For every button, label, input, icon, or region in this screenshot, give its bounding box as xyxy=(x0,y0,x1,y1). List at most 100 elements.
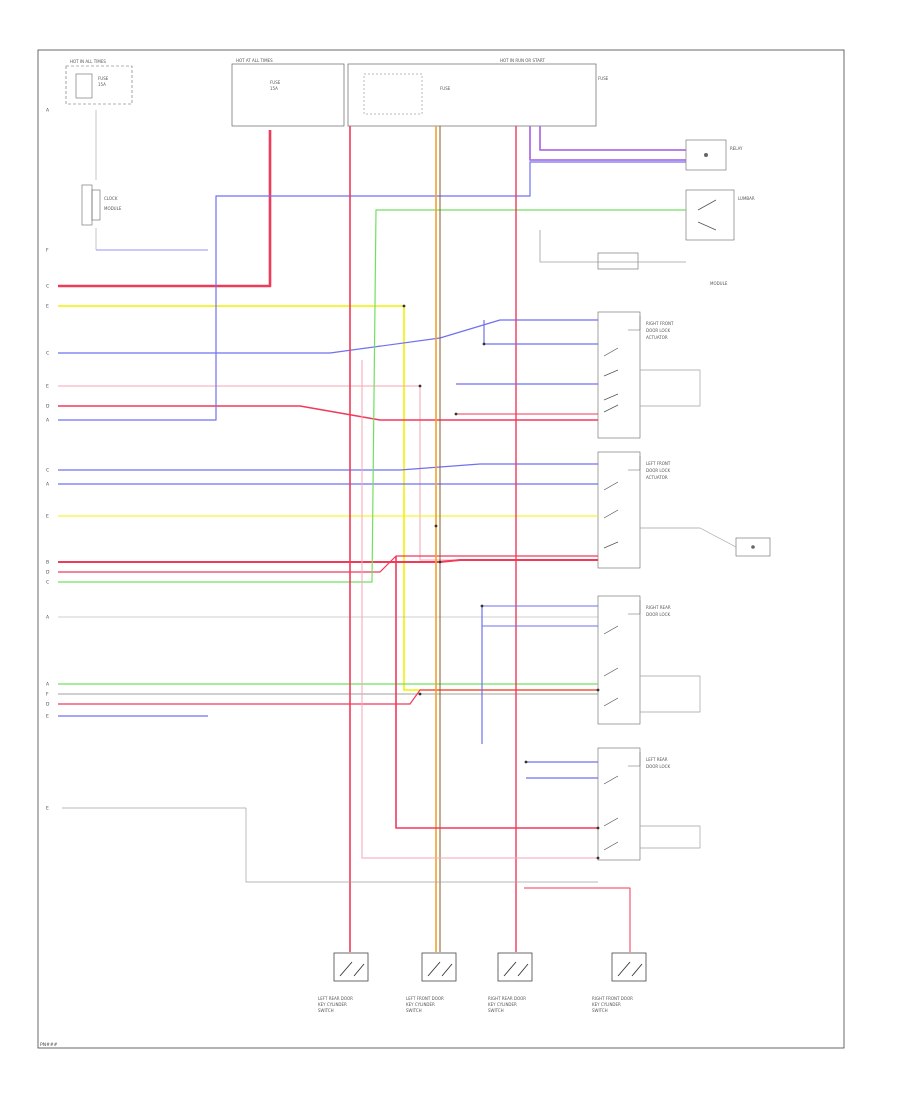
svg-text:SWITCH: SWITCH xyxy=(318,1008,334,1013)
pin-label: C xyxy=(46,468,49,474)
svg-text:HOT IN ALL TIMES: HOT IN ALL TIMES xyxy=(70,59,106,64)
junction-dot xyxy=(596,688,600,692)
diagram-frame xyxy=(37,49,845,1049)
svg-text:KEY CYLINDER: KEY CYLINDER xyxy=(406,1002,435,1007)
wire-gray-37 xyxy=(245,808,598,883)
wire-violet-24 xyxy=(539,126,686,151)
wire-gray-41 xyxy=(640,675,701,713)
switch-block-3: RIGHT REAR DOOR LOCK xyxy=(597,595,671,725)
svg-text:FUSE: FUSE xyxy=(598,76,609,81)
junction-dot xyxy=(596,826,600,830)
wire-red-10 xyxy=(58,555,598,573)
switch-block-1: RIGHT FRONT DOOR LOCK ACTUATOR xyxy=(597,311,674,439)
wire-pink-3 xyxy=(58,385,598,561)
pin-label: C xyxy=(46,351,49,357)
pin-label: C xyxy=(46,284,49,290)
svg-text:DOOR LOCK: DOOR LOCK xyxy=(646,468,670,473)
wire-violet-25 xyxy=(529,126,686,161)
svg-text:HOT AT ALL TIMES: HOT AT ALL TIMES xyxy=(236,58,273,63)
wire-pink-28 xyxy=(361,360,598,859)
svg-text:DOOR LOCK: DOOR LOCK xyxy=(646,764,670,769)
svg-text:LEFT REAR DOOR: LEFT REAR DOOR xyxy=(318,996,353,1001)
svg-text:MODULE: MODULE xyxy=(710,281,728,286)
left-connector: CLOCK MODULE xyxy=(81,184,122,226)
pin-label: B xyxy=(46,560,49,566)
svg-text:HOT IN RUN OR START: HOT IN RUN OR START xyxy=(500,58,545,63)
footer-code: PN### xyxy=(40,1042,58,1048)
svg-text:DOOR LOCK: DOOR LOCK xyxy=(646,612,670,617)
pin-label: E xyxy=(46,514,49,520)
wire-red-27 xyxy=(395,556,598,829)
wire-blue-6 xyxy=(58,463,598,471)
svg-text:FUSE: FUSE xyxy=(98,76,109,81)
pin-label: E xyxy=(46,714,49,720)
svg-text:KEY CYLINDER: KEY CYLINDER xyxy=(592,1002,621,1007)
wire-gray-26 xyxy=(539,230,686,263)
junction-dot xyxy=(524,760,528,764)
svg-text:RIGHT REAR: RIGHT REAR xyxy=(646,605,671,610)
pin-label: D xyxy=(46,702,50,708)
svg-text:RIGHT REAR DOOR: RIGHT REAR DOOR xyxy=(488,996,526,1001)
pin-label: E xyxy=(46,304,49,310)
wire-red-4 xyxy=(58,405,598,421)
svg-text:RIGHT FRONT: RIGHT FRONT xyxy=(646,321,674,326)
small-module-top: MODULE xyxy=(597,252,728,286)
pin-label: E xyxy=(46,384,49,390)
wire-gray-39 xyxy=(640,369,701,407)
svg-text:LEFT REAR: LEFT REAR xyxy=(646,757,668,762)
pin-label: E xyxy=(46,806,49,812)
svg-text:15A: 15A xyxy=(270,86,278,91)
bottom-switch-4: RIGHT FRONT DOOR KEY CYLINDER SWITCH xyxy=(592,952,647,1013)
svg-text:RELAY: RELAY xyxy=(730,146,743,151)
pin-label: A xyxy=(46,482,50,488)
wire-red-23 xyxy=(524,887,631,952)
pin-label: D xyxy=(46,404,50,410)
svg-text:LEFT FRONT DOOR: LEFT FRONT DOOR xyxy=(406,996,444,1001)
junction-dot xyxy=(434,524,438,528)
junction-dot xyxy=(402,304,406,308)
top-right-relay: RELAY xyxy=(685,139,743,171)
wire-gray-40 xyxy=(640,527,737,548)
svg-text:15A: 15A xyxy=(98,82,106,87)
wire-red-0 xyxy=(58,130,272,288)
svg-text:DOOR LOCK: DOOR LOCK xyxy=(646,328,670,333)
junction-dot xyxy=(418,384,422,388)
wire-blue-29 xyxy=(483,320,598,345)
svg-text:ACTUATOR: ACTUATOR xyxy=(646,335,668,340)
lumbar-switch: LUMBAR xyxy=(685,189,755,241)
svg-text:SWITCH: SWITCH xyxy=(488,1008,504,1013)
wire-blue-2 xyxy=(58,319,598,354)
pin-label: A xyxy=(46,615,50,621)
junction-dot xyxy=(482,342,486,346)
svg-text:ACTUATOR: ACTUATOR xyxy=(646,475,668,480)
wire-yellow-1 xyxy=(58,305,598,691)
svg-text:SWITCH: SWITCH xyxy=(406,1008,422,1013)
bottom-switch-2: LEFT FRONT DOOR KEY CYLINDER SWITCH xyxy=(406,952,457,1013)
wire-red-15 xyxy=(58,689,598,705)
wire-gray-42 xyxy=(640,825,701,849)
junction-dot xyxy=(438,560,442,564)
bottom-switch-1: LEFT REAR DOOR KEY CYLINDER SWITCH xyxy=(318,952,369,1013)
junction-dot xyxy=(418,692,422,696)
svg-text:KEY CYLINDER: KEY CYLINDER xyxy=(488,1002,517,1007)
pin-label: A xyxy=(46,108,50,114)
wire-blue-5 xyxy=(58,161,686,421)
wire-red-9 xyxy=(58,559,598,563)
svg-text:FUSE: FUSE xyxy=(440,86,451,91)
pin-label: D xyxy=(46,570,50,576)
top-right-fuse-box: HOT IN RUN OR START FUSE FUSE xyxy=(347,58,609,127)
pin-label: F xyxy=(46,692,49,698)
wire-green-11 xyxy=(58,209,686,583)
top-left-fuse-block: HOT IN ALL TIMES FUSE 15A xyxy=(65,59,133,105)
bottom-switch-3: RIGHT REAR DOOR KEY CYLINDER SWITCH xyxy=(488,952,533,1013)
switch-block-4: LEFT REAR DOOR LOCK xyxy=(597,747,670,861)
pin-label: A xyxy=(46,682,50,688)
junction-dot xyxy=(480,604,484,608)
pin-label: A xyxy=(46,418,50,424)
top-center-fuse-box: HOT AT ALL TIMES FUSE 15A xyxy=(231,58,345,127)
svg-text:MODULE: MODULE xyxy=(104,206,122,211)
pin-label: C xyxy=(46,580,49,586)
junction-dot xyxy=(454,412,458,416)
svg-text:KEY CYLINDER: KEY CYLINDER xyxy=(318,1002,347,1007)
